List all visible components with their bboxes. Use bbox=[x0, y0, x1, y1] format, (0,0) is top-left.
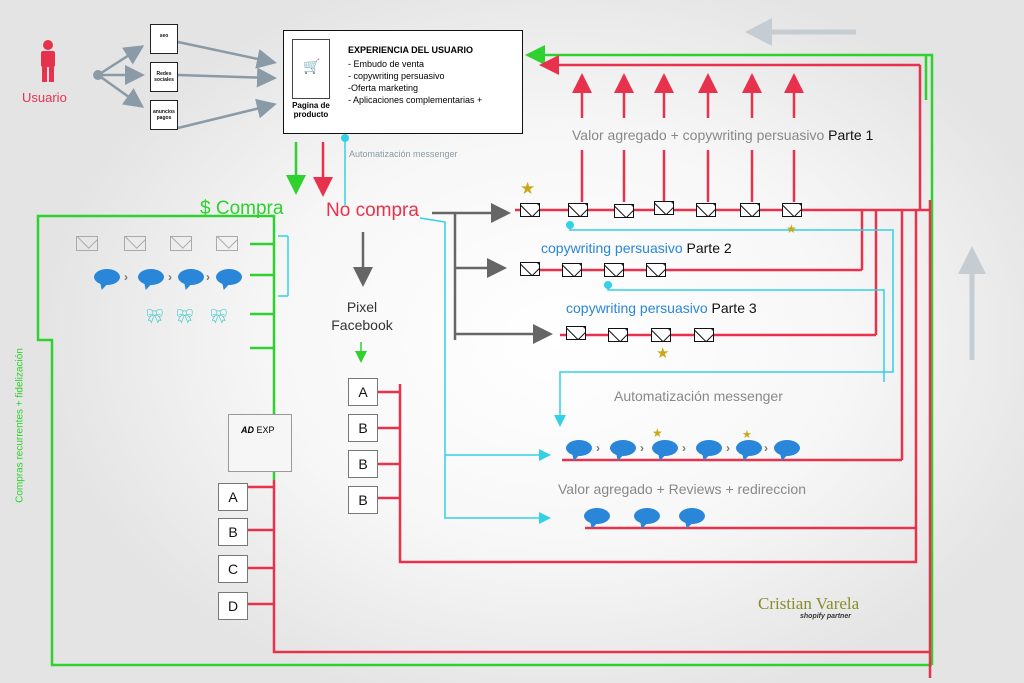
email-icon bbox=[694, 328, 714, 342]
email-icon bbox=[614, 204, 634, 218]
experience-item: - copywriting persuasivo bbox=[348, 71, 445, 81]
source-seo: seo bbox=[150, 24, 178, 54]
email-icon bbox=[566, 326, 586, 340]
ad-exp-box: AD EXP bbox=[228, 414, 292, 472]
email-icon bbox=[562, 263, 582, 277]
messenger-bubble-icon bbox=[94, 269, 120, 285]
ad-exp-rest: EXP bbox=[256, 425, 275, 435]
gift-bow-icon: 🎀︎ bbox=[176, 308, 194, 324]
messenger-bubble-icon bbox=[774, 440, 800, 456]
email-icon bbox=[651, 328, 671, 342]
experience-item: - Aplicaciones complementarias + bbox=[348, 95, 483, 105]
messenger-bubble-icon bbox=[696, 440, 722, 456]
messenger-bubble-icon bbox=[634, 508, 660, 524]
pixel-variant-a: A bbox=[348, 378, 378, 406]
ad-variant-a: A bbox=[218, 483, 248, 511]
messenger-bubble-icon bbox=[736, 440, 762, 456]
sequence-part2-label: copywriting persuasivo Parte 2 bbox=[541, 240, 732, 256]
email-icon bbox=[568, 203, 588, 217]
source-ads: anuncios pagos bbox=[150, 100, 178, 130]
ad-exp-bold: AD bbox=[241, 425, 254, 435]
cart-icon: 🛒 bbox=[303, 58, 321, 74]
reviews-label: Valor agregado + Reviews + redireccion bbox=[558, 481, 806, 497]
pixel-facebook-label: Pixel Facebook bbox=[331, 299, 393, 333]
sequence-part3-label: copywriting persuasivo Parte 3 bbox=[566, 300, 757, 316]
email-icon bbox=[124, 236, 146, 251]
email-icon bbox=[646, 263, 666, 277]
star-icon: ★ bbox=[742, 429, 752, 441]
pixel-variant-b: B bbox=[348, 450, 378, 478]
experience-item: -Oferta marketing bbox=[348, 83, 419, 93]
messenger-bubble-icon bbox=[584, 508, 610, 524]
messenger-bubble-icon bbox=[610, 440, 636, 456]
email-icon bbox=[216, 236, 238, 251]
sequence-part1-label: Valor agregado + copywriting persuasivo … bbox=[572, 127, 874, 143]
messenger-bubble-icon bbox=[216, 269, 242, 285]
star-icon: ★ bbox=[520, 179, 536, 198]
no-purchase-label: No compra bbox=[326, 200, 419, 221]
experience-box: 🛒 Pagina de producto EXPERIENCIA DEL USU… bbox=[283, 30, 523, 134]
email-icon bbox=[740, 203, 760, 217]
star-icon: ★ bbox=[656, 345, 670, 362]
messenger-bubble-icon bbox=[566, 440, 592, 456]
retention-label: Compras recurrentes + fidelización bbox=[14, 348, 26, 503]
experience-title: EXPERIENCIA DEL USUARIO bbox=[348, 45, 474, 55]
pixel-variant-b: B bbox=[348, 486, 378, 514]
email-icon bbox=[604, 263, 624, 277]
messenger-bubble-icon bbox=[138, 269, 164, 285]
ad-variant-d: D bbox=[218, 592, 248, 620]
email-icon bbox=[696, 203, 716, 217]
messenger-bubble-icon bbox=[652, 440, 678, 456]
star-icon: ★ bbox=[786, 222, 797, 236]
experience-item: - Embudo de venta bbox=[348, 59, 425, 69]
email-icon bbox=[654, 201, 674, 215]
messenger-bubble-icon bbox=[178, 269, 204, 285]
email-icon bbox=[782, 203, 802, 217]
email-icon bbox=[76, 236, 98, 251]
automation-messenger-small: Automatización messenger bbox=[349, 149, 458, 159]
email-icon bbox=[520, 203, 540, 217]
messenger-automation-label: Automatización messenger bbox=[614, 388, 783, 404]
email-icon bbox=[170, 236, 192, 251]
ad-variant-c: C bbox=[218, 555, 248, 583]
user-icon bbox=[38, 40, 58, 84]
email-icon bbox=[608, 328, 628, 342]
purchase-label: $ Compra bbox=[200, 198, 284, 219]
gift-bow-icon: 🎀︎ bbox=[146, 308, 164, 324]
star-icon: ★ bbox=[652, 426, 663, 440]
ad-variant-b: B bbox=[218, 518, 248, 546]
product-page-label: Pagina de producto bbox=[292, 101, 330, 119]
gift-bow-icon: 🎀︎ bbox=[210, 308, 228, 324]
brand-name: Cristian Varela bbox=[758, 594, 860, 613]
brand-tagline: shopify partner bbox=[800, 613, 851, 620]
user-label: Usuario bbox=[22, 90, 67, 105]
source-social: Redes sociales bbox=[150, 62, 178, 92]
product-page-thumb: 🛒 bbox=[292, 39, 330, 99]
decorative-arrows bbox=[745, 18, 986, 360]
messenger-bubble-icon bbox=[679, 508, 705, 524]
pixel-variant-b: B bbox=[348, 414, 378, 442]
email-icon bbox=[520, 262, 540, 276]
